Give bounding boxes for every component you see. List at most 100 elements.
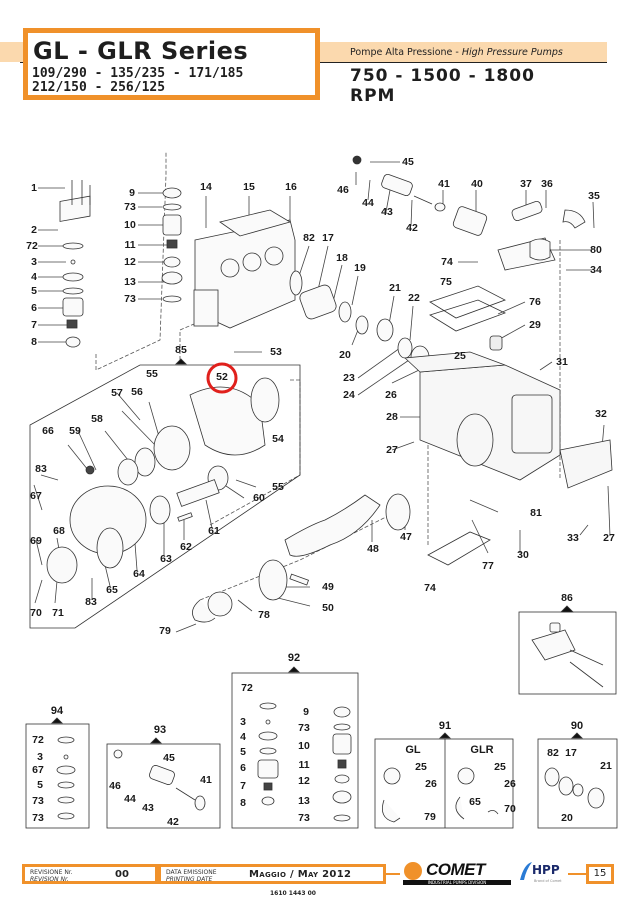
part-label: 6 <box>240 762 246 774</box>
part-label: 42 <box>406 222 418 234</box>
part-label: 72 <box>26 240 38 252</box>
part-label: 17 <box>565 747 577 759</box>
part-label: 7 <box>240 780 246 792</box>
part-label: 45 <box>163 752 175 764</box>
kit-91-box <box>374 738 514 829</box>
hpp-wave-icon <box>520 862 532 880</box>
part-label: 3 <box>31 256 37 268</box>
part-label: 5 <box>31 285 37 297</box>
part-label: 13 <box>298 795 310 807</box>
part-label: 25 <box>415 761 427 773</box>
part-label: 21 <box>389 282 401 294</box>
kit-title: 92 <box>287 652 301 664</box>
part-label: 40 <box>471 178 483 190</box>
part-label: 76 <box>529 296 541 308</box>
comet-logo-dot <box>404 862 422 880</box>
part-label: 11 <box>298 759 310 771</box>
kit-86-box <box>518 611 617 695</box>
page-subtitle: Pompe Alta Pressione - High Pressure Pum… <box>350 47 563 58</box>
part-label: 82 <box>547 747 559 759</box>
part-label: 77 <box>482 560 494 572</box>
plunger-parts <box>289 270 430 369</box>
part-label: 45 <box>402 156 414 168</box>
part-label: 35 <box>588 190 600 202</box>
part-label: 62 <box>180 541 192 553</box>
part-label: 44 <box>124 793 136 805</box>
part-label: 5 <box>240 746 246 758</box>
part-label: 4 <box>240 731 246 743</box>
part-label: 70 <box>504 803 516 815</box>
part-label: 10 <box>124 219 136 231</box>
part-label: 20 <box>561 812 573 824</box>
part-label: 46 <box>109 780 121 792</box>
part-label: 44 <box>362 197 374 209</box>
part-label: 8 <box>31 336 37 348</box>
comet-logo: COMET <box>426 860 485 879</box>
part-label: 85 <box>175 344 187 356</box>
part-label: 26 <box>425 778 437 790</box>
part-label: 70 <box>30 607 42 619</box>
hpp-logo: HPP <box>532 863 560 877</box>
printing-date: Maggio / May 2012 <box>249 869 352 880</box>
inspection-cover <box>427 285 507 566</box>
part-label: 5 <box>37 779 43 791</box>
footer-connector <box>386 873 400 875</box>
rpm-values: 750 - 1500 - 1800 <box>350 66 535 86</box>
crankshaft <box>192 493 411 623</box>
part-label: 21 <box>600 760 612 772</box>
part-label: 48 <box>367 543 379 555</box>
part-label: 13 <box>124 276 136 288</box>
part-label: 72 <box>241 682 253 694</box>
part-label: 1 <box>31 182 37 194</box>
series-title-box <box>23 28 320 100</box>
part-label: 4 <box>31 271 37 283</box>
part-label: 41 <box>200 774 212 786</box>
part-label: 29 <box>529 319 541 331</box>
valve-parts-left <box>59 180 91 348</box>
part-label: 12 <box>298 775 310 787</box>
part-label: 27 <box>603 532 615 544</box>
hpp-tagline: Brand of Comet <box>534 879 562 883</box>
part-label: 22 <box>408 292 420 304</box>
kit-94-box <box>25 723 90 829</box>
part-label: 73 <box>124 293 136 305</box>
part-label: 79 <box>159 625 171 637</box>
revision-box: REVISIONE Nr.REVISION Nr. 00 <box>22 864 158 884</box>
part-label: 86 <box>561 592 573 604</box>
kit-title: 93 <box>153 724 167 736</box>
part-label: 7 <box>31 319 37 331</box>
part-label: 25 <box>494 761 506 773</box>
kit-title: 90 <box>570 720 584 732</box>
document-code: 1610 1443 00 <box>270 890 316 897</box>
group-85-outline <box>29 364 301 629</box>
part-label: 66 <box>42 425 54 437</box>
subtitle-english: High Pressure Pumps <box>461 47 563 58</box>
part-label: 34 <box>590 264 602 276</box>
part-label: 18 <box>336 252 348 264</box>
kit-title: 94 <box>50 705 64 717</box>
part-label: 49 <box>322 581 334 593</box>
part-label: 73 <box>124 201 136 213</box>
part-label: 43 <box>381 206 393 218</box>
part-label: 2 <box>31 224 37 236</box>
part-label: 60 <box>253 492 265 504</box>
part-label: 81 <box>530 507 542 519</box>
part-label: 78 <box>258 609 270 621</box>
part-label: 23 <box>343 372 355 384</box>
part-label: 32 <box>595 408 607 420</box>
part-label: 11 <box>124 239 136 251</box>
highlighted-part-label: 52 <box>216 371 228 383</box>
revision-label: REVISIONE Nr.REVISION Nr. <box>30 869 73 883</box>
part-label: 25 <box>454 350 466 362</box>
part-label: 26 <box>504 778 516 790</box>
part-label: 14 <box>200 181 212 193</box>
gl-column-header: GL <box>405 744 421 756</box>
kit-93-box <box>106 743 221 829</box>
leader-lines <box>33 161 611 633</box>
pump-head <box>193 209 296 329</box>
part-label: 28 <box>386 411 398 423</box>
part-label: 67 <box>32 764 44 776</box>
part-label: 24 <box>343 389 355 401</box>
